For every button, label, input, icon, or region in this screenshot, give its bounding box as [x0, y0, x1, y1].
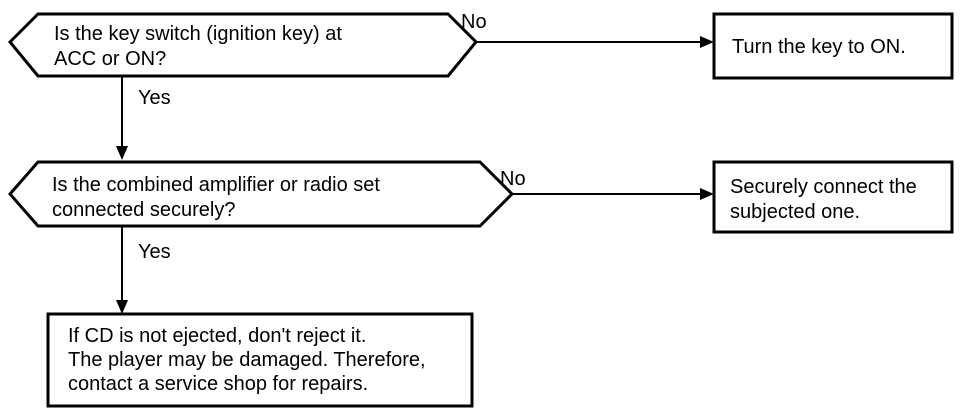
action-contact-service-shop-line-2: The player may be damaged. Therefore, — [68, 349, 426, 371]
action-contact-service-shop-line-3: contact a service shop for repairs. — [68, 373, 368, 395]
decision-amplifier-connection-line-2: connected securely? — [52, 199, 235, 221]
decision-amplifier-connection-line-1: Is the combined amplifier or radio set — [52, 174, 380, 196]
arrowhead-decision2-no — [700, 188, 714, 200]
action-turn-key-line-1: Turn the key to ON. — [732, 36, 906, 58]
arrowhead-decision1-yes — [116, 146, 128, 160]
label-decision1-no: No — [461, 11, 487, 33]
action-contact-service-shop — [46, 312, 474, 408]
decision-key-switch-line-2: ACC or ON? — [54, 48, 166, 70]
label-decision1-yes: Yes — [138, 87, 171, 109]
action-securely-connect-line-1: Securely connect the — [730, 176, 917, 198]
arrowhead-decision2-yes — [116, 300, 128, 314]
label-decision2-no: No — [500, 168, 526, 190]
arrowhead-decision1-no — [700, 36, 714, 48]
action-turn-key — [712, 12, 954, 80]
decision-key-switch-line-1: Is the key switch (ignition key) at — [54, 23, 342, 45]
action-contact-service-shop-line-1: If CD is not ejected, don't reject it. — [68, 325, 366, 347]
label-decision2-yes: Yes — [138, 241, 171, 263]
action-securely-connect-line-2: subjected one. — [730, 201, 860, 223]
action-securely-connect — [712, 160, 954, 234]
